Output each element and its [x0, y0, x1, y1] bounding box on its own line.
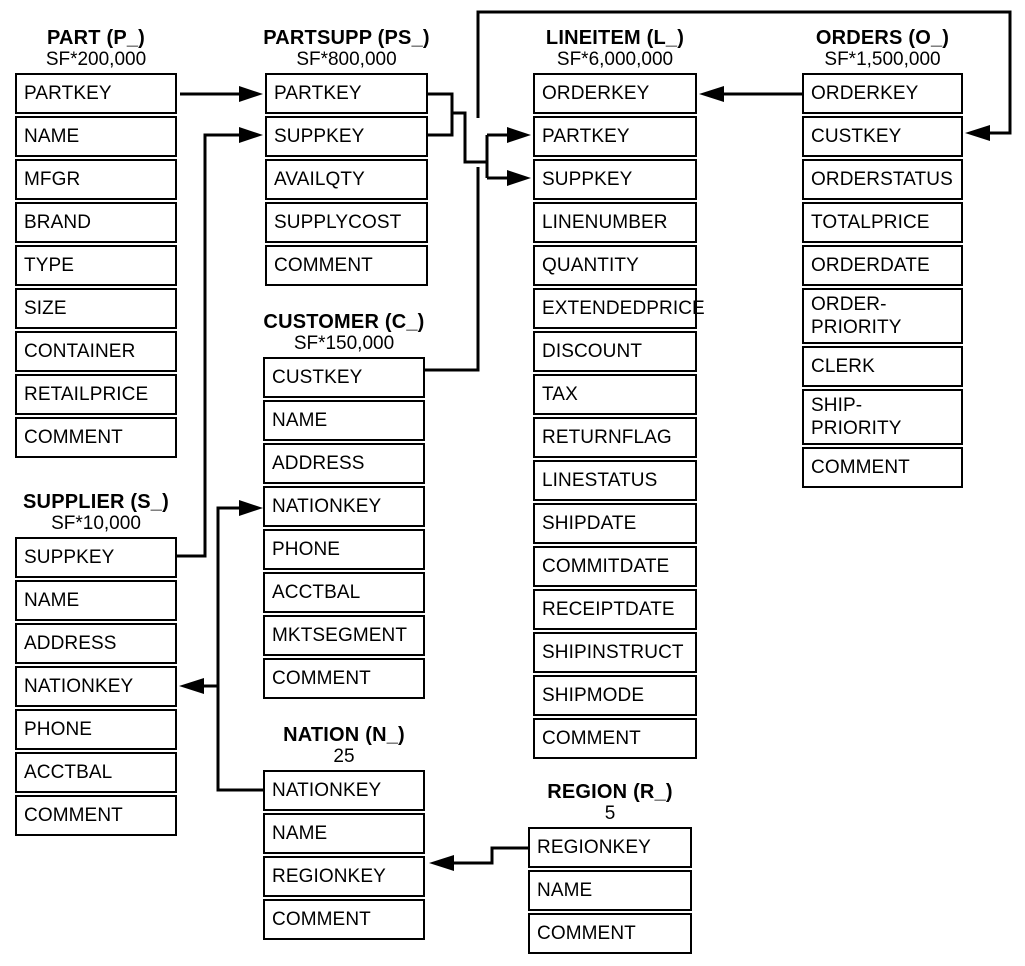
- table-title: PART (P_): [46, 27, 146, 49]
- table-row: EXTENDEDPRICE: [533, 288, 705, 329]
- table-cardinality: 25: [333, 746, 355, 767]
- table-row: ACCTBAL: [15, 752, 177, 793]
- table-row: COMMENT: [15, 417, 177, 458]
- table-row: ACCTBAL: [263, 572, 425, 613]
- table-row: NAME: [263, 400, 425, 441]
- table-row: SHIPINSTRUCT: [533, 632, 697, 673]
- table-title: CUSTOMER (C_): [263, 311, 425, 333]
- table-row: NAME: [15, 580, 177, 621]
- table-orders: ORDERS (O_) SF*1,500,000 ORDERKEY CUSTKE…: [802, 28, 963, 490]
- table-row: SHIP-PRIORITY: [802, 389, 963, 445]
- table-cardinality: SF*800,000: [296, 49, 397, 70]
- table-header: LINEITEM (L_) SF*6,000,000: [503, 27, 727, 71]
- table-row: SUPPLYCOST: [265, 202, 428, 243]
- table-row: DISCOUNT: [533, 331, 697, 372]
- table-row: BRAND: [15, 202, 177, 243]
- table-row: ORDERDATE: [802, 245, 963, 286]
- table-row: ORDERKEY: [802, 73, 963, 114]
- table-row: COMMENT: [263, 899, 425, 940]
- table-header: SUPPLIER (S_) SF*10,000: [0, 491, 207, 535]
- table-row: SIZE: [15, 288, 177, 329]
- table-row: COMMENT: [528, 913, 692, 954]
- table-row: ADDRESS: [263, 443, 425, 484]
- relation-partsupp-lineitem-partkey-suppkey: [428, 92, 531, 186]
- table-row: CLERK: [802, 346, 963, 387]
- table-row: PARTKEY: [533, 116, 697, 157]
- table-supplier: SUPPLIER (S_) SF*10,000 SUPPKEY NAME ADD…: [15, 492, 177, 838]
- table-row: COMMENT: [263, 658, 425, 699]
- table-title: REGION (R_): [547, 781, 673, 803]
- table-row: RETAILPRICE: [15, 374, 177, 415]
- table-row: TOTALPRICE: [802, 202, 963, 243]
- table-cardinality: SF*1,500,000: [824, 49, 941, 70]
- table-row: NATIONKEY: [15, 666, 177, 707]
- table-partsupp: PARTSUPP (PS_) SF*800,000 PARTKEY SUPPKE…: [263, 28, 430, 288]
- table-row: CONTAINER: [15, 331, 177, 372]
- table-row: LINESTATUS: [533, 460, 697, 501]
- table-title: LINEITEM (L_): [545, 27, 685, 49]
- table-header: NATION (N_) 25: [233, 724, 455, 768]
- table-cardinality: SF*6,000,000: [556, 49, 674, 70]
- table-row: COMMENT: [265, 245, 428, 286]
- table-row: SUPPKEY: [533, 159, 697, 200]
- table-title: ORDERS (O_): [815, 27, 950, 49]
- table-row: COMMENT: [802, 447, 963, 488]
- table-cardinality: SF*150,000: [293, 333, 395, 354]
- table-title: NATION (N_): [283, 724, 405, 746]
- table-row: REGIONKEY: [528, 827, 692, 868]
- table-title: PARTSUPP (PS_): [263, 27, 430, 49]
- table-row: NAME: [15, 116, 177, 157]
- table-row: PHONE: [263, 529, 425, 570]
- table-row: ORDERKEY: [533, 73, 697, 114]
- table-row: SHIPMODE: [533, 675, 697, 716]
- table-row: SUPPKEY: [15, 537, 177, 578]
- table-row: RECEIPTDATE: [533, 589, 697, 630]
- table-cardinality: SF*10,000: [51, 513, 141, 534]
- relation-region-nation-regionkey: [429, 846, 528, 871]
- table-cardinality: SF*200,000: [45, 49, 147, 70]
- table-header: PART (P_) SF*200,000: [0, 27, 207, 71]
- table-row: SUPPKEY: [265, 116, 428, 157]
- table-header: ORDERS (O_) SF*1,500,000: [772, 27, 993, 71]
- table-cardinality: 5: [604, 803, 616, 824]
- table-row: COMMENT: [15, 795, 177, 836]
- table-row: TYPE: [15, 245, 177, 286]
- table-header: CUSTOMER (C_) SF*150,000: [233, 311, 455, 355]
- table-row: ORDER-PRIORITY: [802, 288, 963, 344]
- table-row: MKTSEGMENT: [263, 615, 425, 656]
- table-row: PARTKEY: [265, 73, 428, 114]
- table-row: CUSTKEY: [802, 116, 963, 157]
- table-row: NAME: [528, 870, 692, 911]
- relation-part-partsupp-partkey: [180, 86, 263, 102]
- table-header: REGION (R_) 5: [498, 781, 722, 825]
- table-lineitem: LINEITEM (L_) SF*6,000,000 ORDERKEY PART…: [533, 28, 705, 761]
- table-row: CUSTKEY: [263, 357, 425, 398]
- table-row: MFGR: [15, 159, 177, 200]
- table-row: SHIPDATE: [533, 503, 697, 544]
- table-row: COMMITDATE: [533, 546, 697, 587]
- table-row: NATIONKEY: [263, 486, 425, 527]
- table-row: COMMENT: [533, 718, 697, 759]
- table-row: ADDRESS: [15, 623, 177, 664]
- table-part: PART (P_) SF*200,000 PARTKEY NAME MFGR B…: [15, 28, 177, 460]
- table-title: SUPPLIER (S_): [23, 491, 169, 513]
- table-row: ORDERSTATUS: [802, 159, 963, 200]
- table-row: NAME: [263, 813, 425, 854]
- table-row: REGIONKEY: [263, 856, 425, 897]
- table-row: QUANTITY: [533, 245, 697, 286]
- table-header: PARTSUPP (PS_) SF*800,000: [235, 27, 458, 71]
- table-row: RETURNFLAG: [533, 417, 697, 458]
- table-row: LINENUMBER: [533, 202, 697, 243]
- table-row: TAX: [533, 374, 697, 415]
- table-row: AVAILQTY: [265, 159, 428, 200]
- table-region: REGION (R_) 5 REGIONKEY NAME COMMENT: [528, 782, 692, 956]
- table-nation: NATION (N_) 25 NATIONKEY NAME REGIONKEY …: [263, 725, 425, 942]
- table-row: NATIONKEY: [263, 770, 425, 811]
- table-row: PARTKEY: [15, 73, 177, 114]
- relation-orders-lineitem-orderkey: [699, 86, 802, 102]
- table-row: PHONE: [15, 709, 177, 750]
- table-customer: CUSTOMER (C_) SF*150,000 CUSTKEY NAME AD…: [263, 312, 425, 701]
